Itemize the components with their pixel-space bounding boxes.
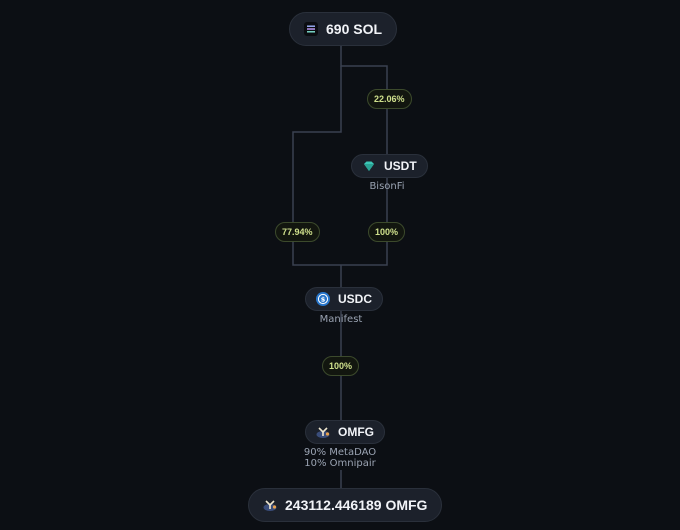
hop-token-label-usdc: USDC [338,292,373,306]
hop-token-pill-usdc: $ USDC [305,287,384,311]
usdt-gem-icon [362,159,376,173]
hop-venue-usdc: Manifest [319,314,363,325]
percent-badge-usdt-branch: 22.06% [367,89,412,109]
hop-token-label-omfg: OMFG [338,425,374,439]
usdc-icon: $ [316,292,330,306]
percent-badge-left-branch: 77.94% [275,222,320,242]
omfg-icon [316,425,330,439]
output-amount-label: 243112.446189 OMFG [285,497,428,513]
svg-text:$: $ [321,295,326,303]
omfg-icon [263,498,277,512]
output-amount-pill: 243112.446189 OMFG [248,488,443,522]
hop-venue-omfg-omnipair: 10% Omnipair [304,458,376,469]
hop-token-label-usdt: USDT [384,159,417,173]
hop-token-pill-omfg: OMFG [305,420,385,444]
connector-left-branch [292,66,342,266]
connector-usdt-down [341,178,388,266]
hop-token-pill-usdt: USDT [351,154,428,178]
hop-venue-omfg-metadao: 90% MetaDAO [303,447,377,458]
solana-icon [304,22,318,36]
percent-badge-usdc-to-omfg: 100% [322,356,360,376]
hop-venue-usdt: BisonFi [369,181,405,192]
hop-venues-omfg: 90% MetaDAO 10% Omnipair [290,447,390,469]
input-amount-label: 690 SOL [326,21,383,37]
connector-sol-split [340,46,388,158]
percent-badge-usdt-to-usdc: 100% [368,222,406,242]
input-amount-pill: 690 SOL [289,12,398,46]
